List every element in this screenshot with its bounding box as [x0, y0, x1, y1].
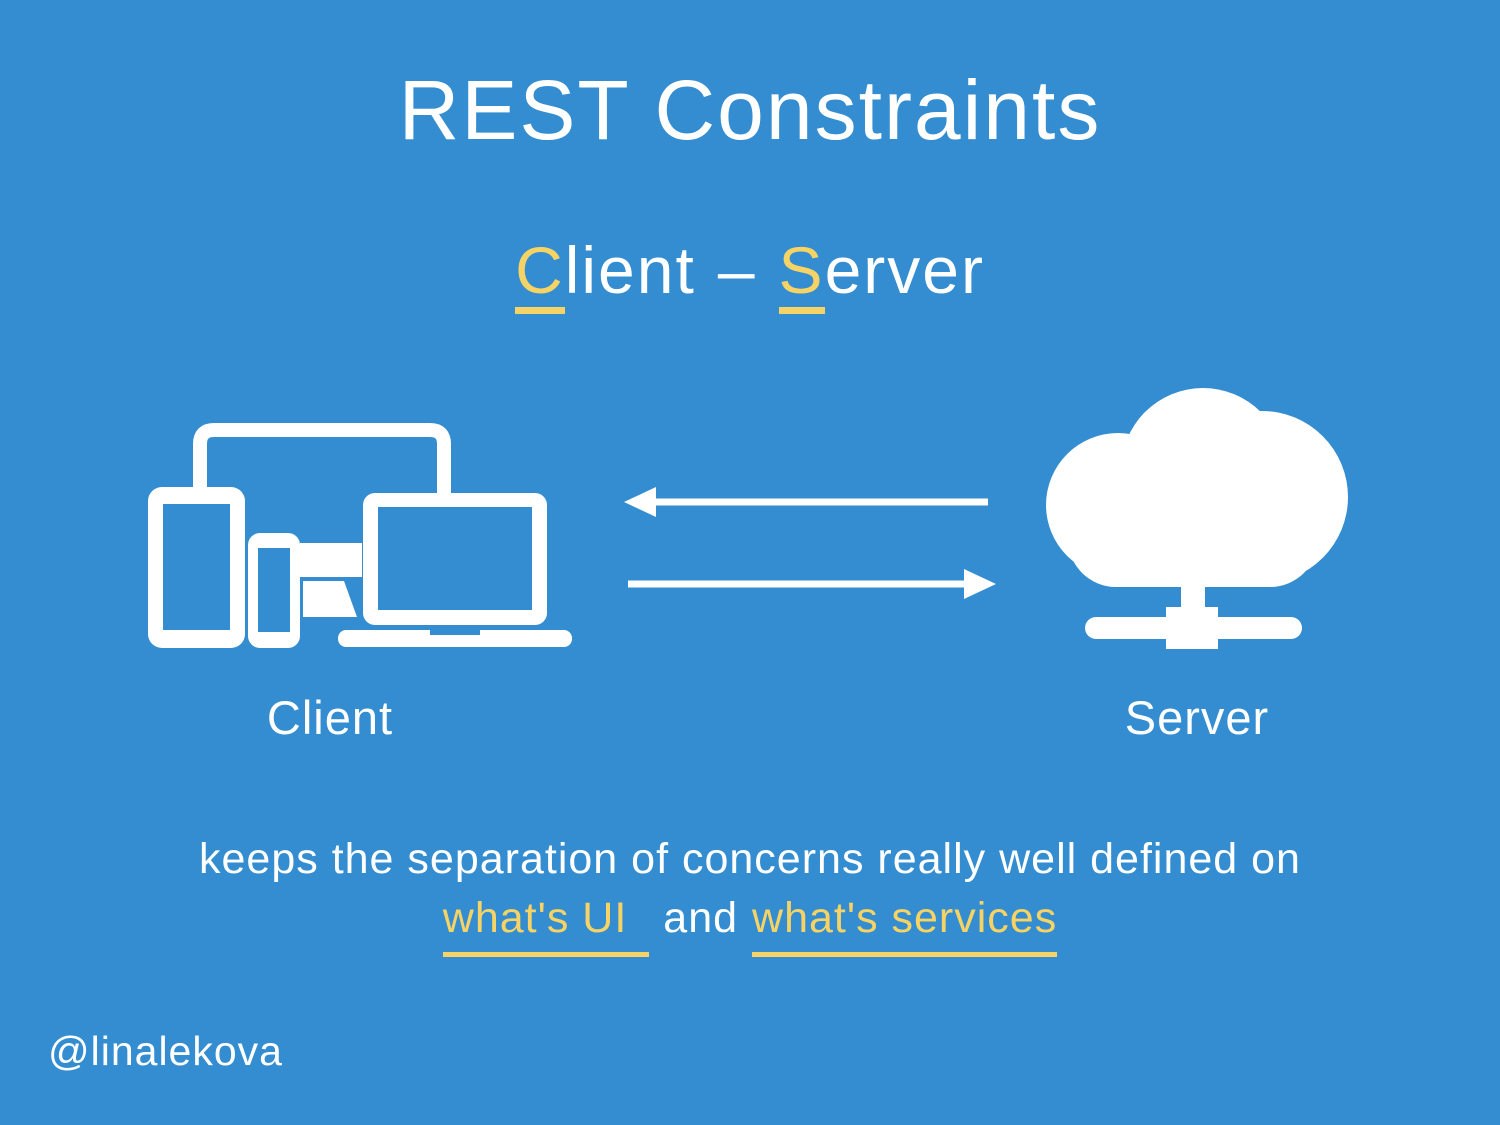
- client-label: Client: [266, 691, 394, 744]
- body-text: keeps the separation of concerns really …: [0, 830, 1500, 957]
- client-word-rest: lient: [564, 233, 696, 307]
- slide-subtitle: Client–Server: [0, 232, 1500, 315]
- subtitle-dash: –: [717, 233, 757, 307]
- body-line-1: keeps the separation of concerns really …: [199, 835, 1301, 883]
- server-initial-highlight: S: [778, 235, 825, 315]
- link-whats-ui[interactable]: what's UI: [442, 889, 650, 957]
- server-word-rest: erver: [824, 233, 985, 307]
- author-handle: @linalekova: [48, 1028, 283, 1074]
- body-line-2: what's UI and what's services: [0, 889, 1500, 957]
- responsive-devices-icon: [140, 420, 580, 655]
- conjunction-text: and: [663, 894, 739, 943]
- cloud-server-icon: [1040, 385, 1350, 650]
- arrow-right-icon: [628, 569, 996, 599]
- arrow-left-icon: [624, 487, 988, 517]
- client-initial-highlight: C: [515, 235, 565, 315]
- slide-title: REST Constraints: [398, 63, 1102, 157]
- link-whats-services[interactable]: what's services: [752, 889, 1058, 957]
- server-label: Server: [1124, 691, 1270, 744]
- client-server-arrows: [610, 480, 1010, 610]
